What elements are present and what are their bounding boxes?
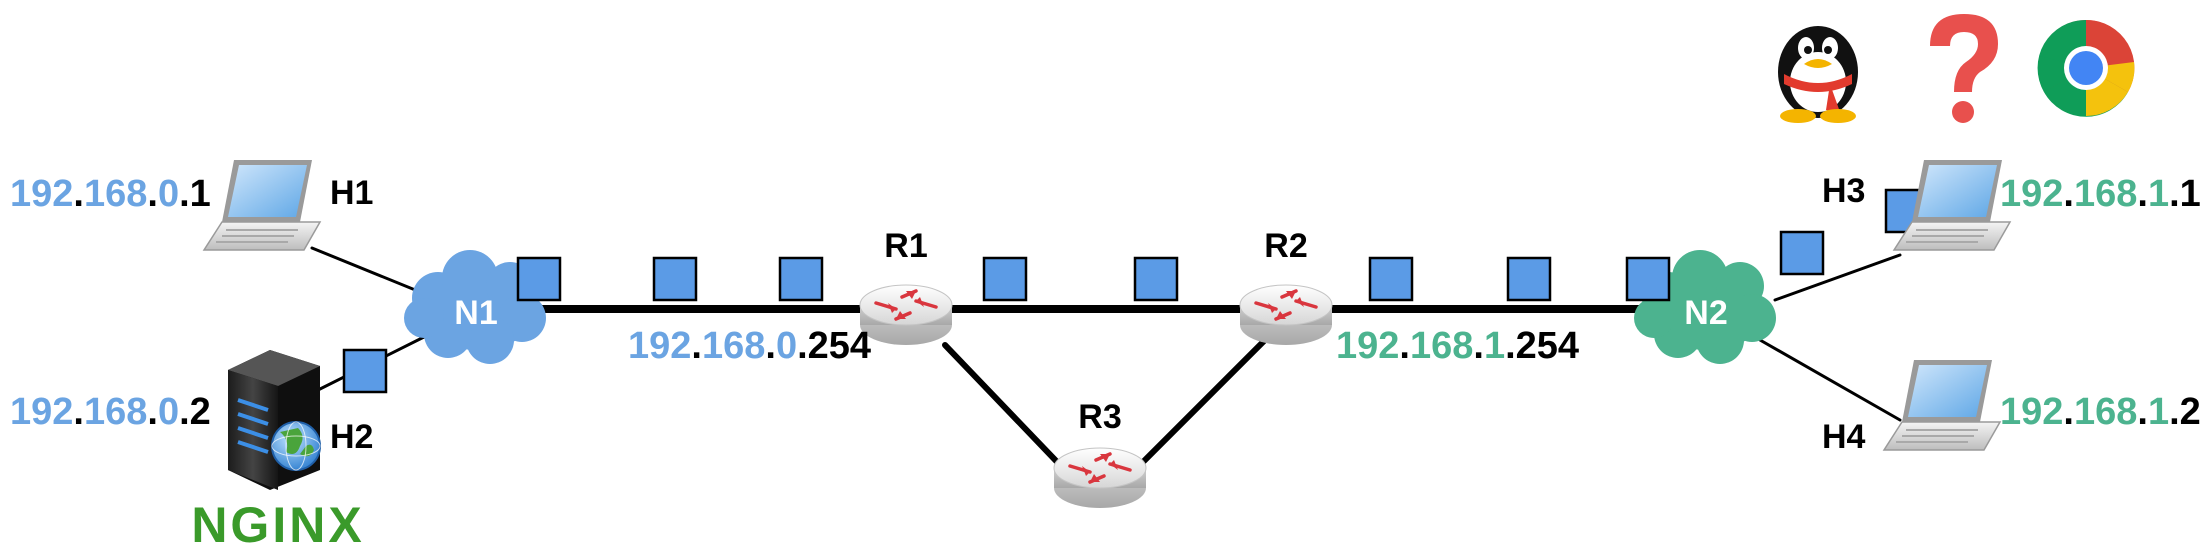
ip-address-h4: 192.168.1.2 bbox=[2000, 391, 2201, 433]
network-label-n2: N2 bbox=[1684, 294, 1727, 332]
host-h1-laptop[interactable] bbox=[203, 159, 321, 251]
packet bbox=[778, 256, 824, 302]
router-label-r2: R2 bbox=[1264, 227, 1307, 265]
network-n1[interactable]: N1 bbox=[404, 250, 546, 364]
link-r2-r3 bbox=[1137, 337, 1268, 468]
router-r2[interactable] bbox=[1238, 283, 1334, 347]
server-logo: NGINX bbox=[191, 497, 364, 552]
host-h4-laptop[interactable] bbox=[1883, 359, 2001, 451]
packet bbox=[982, 256, 1028, 302]
router-r1[interactable] bbox=[858, 283, 954, 347]
ip-address-h1: 192.168.0.1 bbox=[10, 173, 211, 215]
link-n2-h4 bbox=[1758, 338, 1902, 422]
router-label-r3: R3 bbox=[1078, 398, 1121, 436]
ip-address-r2: 192.168.1.254 bbox=[1336, 325, 1579, 367]
penguin-icon[interactable] bbox=[1778, 26, 1858, 123]
router-r3[interactable] bbox=[1052, 446, 1148, 510]
ip-address-h3: 192.168.1.1 bbox=[2000, 173, 2201, 215]
packet bbox=[342, 348, 388, 394]
link-h1-n1 bbox=[310, 246, 432, 298]
packet bbox=[1368, 256, 1414, 302]
globe-icon bbox=[271, 421, 321, 471]
router-label-r1: R1 bbox=[884, 227, 927, 265]
packet bbox=[652, 256, 698, 302]
links bbox=[310, 246, 1902, 468]
network-n2[interactable]: N2 bbox=[1634, 250, 1776, 364]
ip-address-r1: 192.168.0.254 bbox=[628, 325, 871, 367]
host-label-h1: H1 bbox=[330, 174, 373, 212]
packet bbox=[1779, 230, 1825, 276]
packet bbox=[1506, 256, 1552, 302]
link-n2-h3 bbox=[1773, 253, 1902, 302]
question-mark-icon[interactable] bbox=[1930, 14, 1998, 123]
host-label-h2: H2 bbox=[330, 418, 373, 456]
ip-address-h2: 192.168.0.2 bbox=[10, 391, 211, 433]
chrome-icon[interactable] bbox=[2037, 19, 2135, 117]
host-h2-server[interactable] bbox=[228, 350, 321, 490]
host-label-h3: H3 bbox=[1822, 172, 1865, 210]
network-label-n1: N1 bbox=[454, 294, 497, 332]
host-label-h4: H4 bbox=[1822, 418, 1866, 456]
link-r1-r3 bbox=[942, 342, 1063, 468]
packet bbox=[1625, 256, 1671, 302]
packet bbox=[1133, 256, 1179, 302]
packet bbox=[516, 256, 562, 302]
